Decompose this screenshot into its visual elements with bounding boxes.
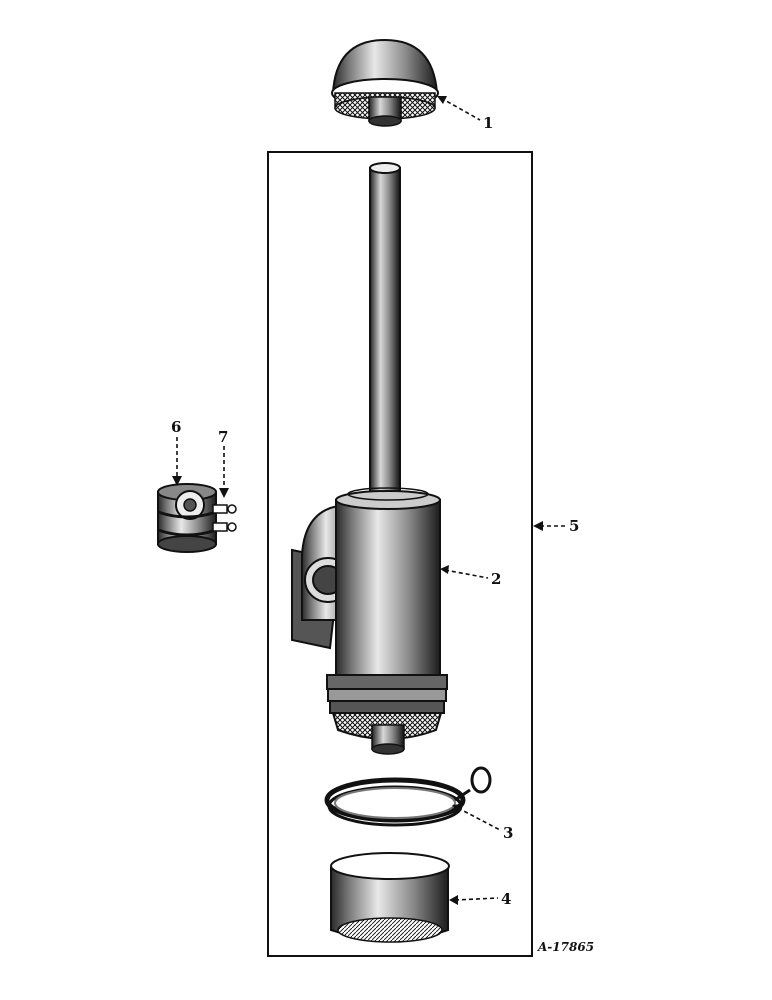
callout-7: 7 <box>218 428 228 446</box>
callout-3: 3 <box>503 824 513 842</box>
oil-cup-part-4 <box>330 852 450 943</box>
assembly-box <box>267 151 533 957</box>
cap-part-1 <box>331 38 439 127</box>
callout-4: 4 <box>501 890 511 908</box>
air-cleaner-body-part-2 <box>291 162 448 755</box>
figure-id: A-17865 <box>537 940 594 954</box>
clamp-band-part-3 <box>324 766 492 827</box>
callout-2: 2 <box>491 570 501 588</box>
callout-1: 1 <box>483 114 493 132</box>
callout-6: 6 <box>171 418 181 436</box>
hose-with-clamps-parts-6-7 <box>157 483 237 553</box>
callout-5: 5 <box>569 517 579 535</box>
